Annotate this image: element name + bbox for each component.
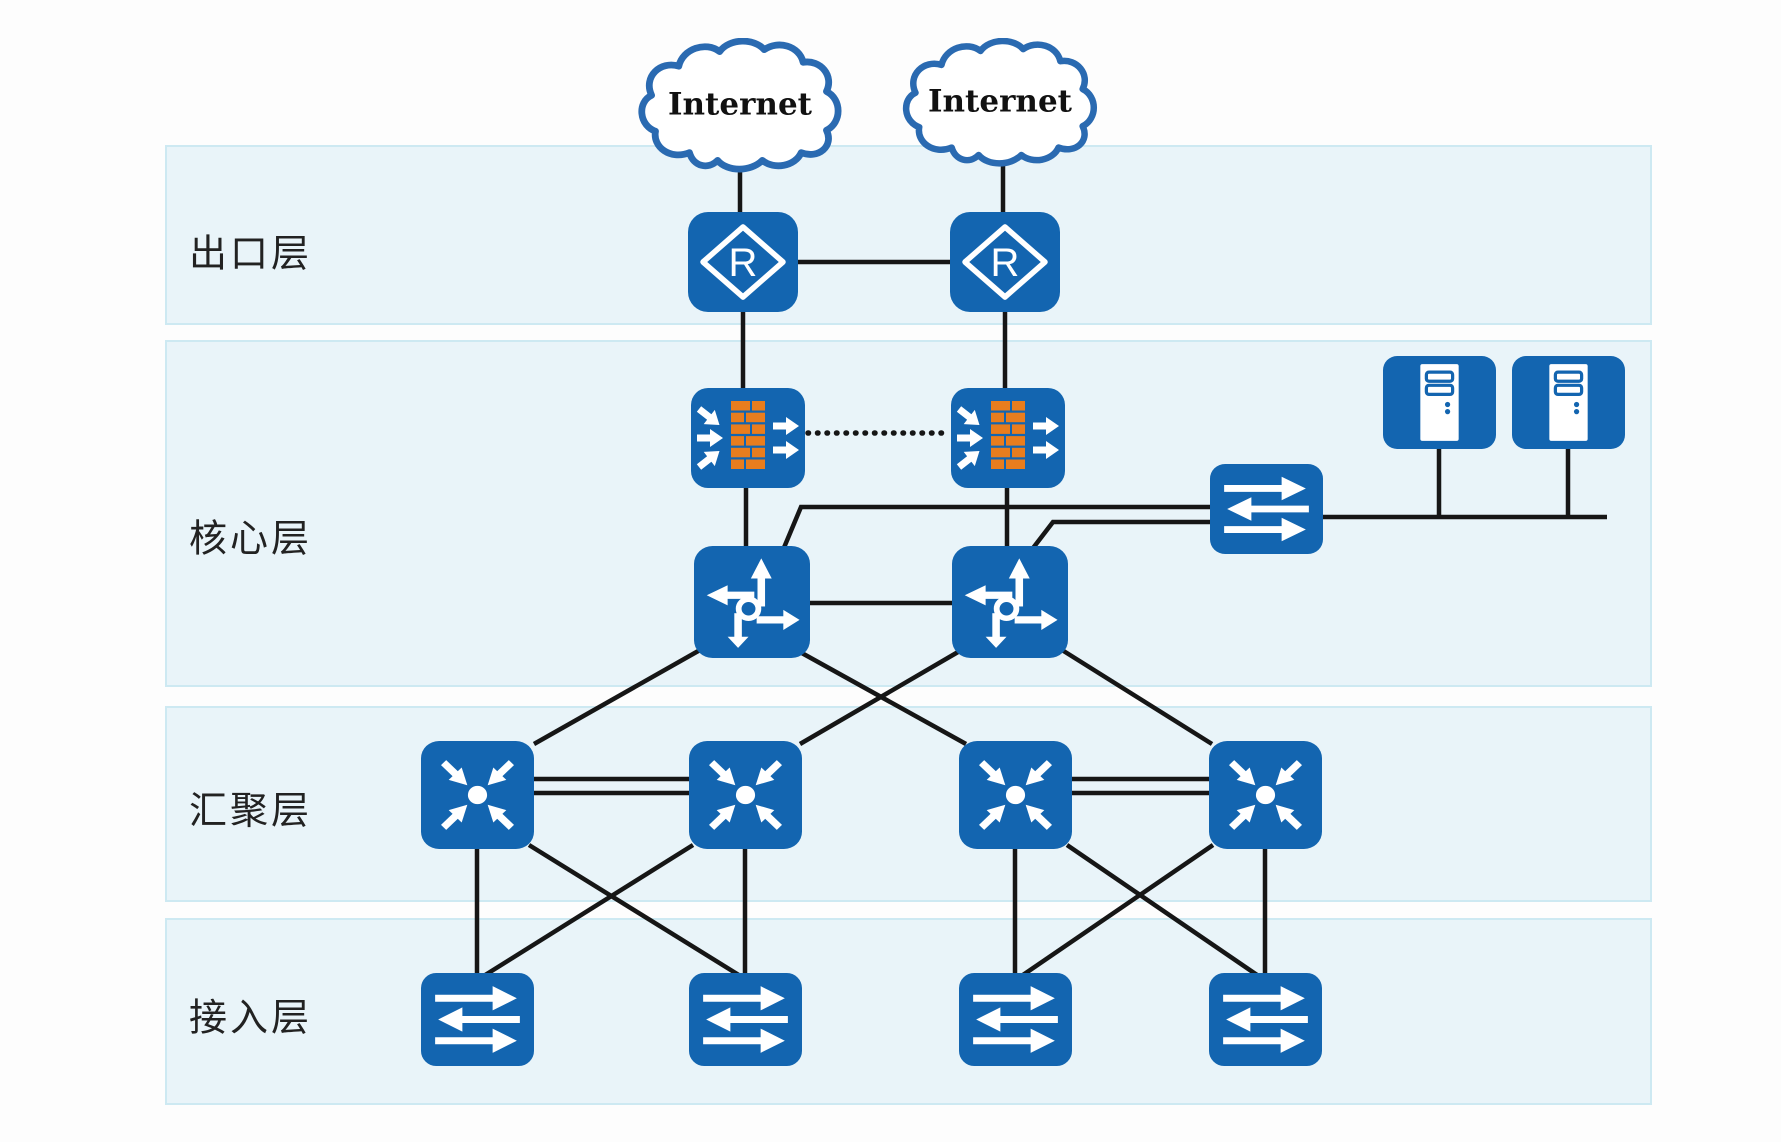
router-1: R xyxy=(688,212,798,312)
edge-agg3-access4 xyxy=(1065,843,1262,979)
l2-switch-icon xyxy=(1209,464,1323,554)
core-switch-2 xyxy=(952,546,1068,658)
l2-switch-icon xyxy=(420,972,534,1066)
router-icon: R xyxy=(688,212,798,312)
server-2 xyxy=(1511,355,1625,449)
l3-switch-icon xyxy=(952,546,1068,658)
edge-core1-server-switch xyxy=(780,504,1212,551)
firewall-1 xyxy=(691,388,805,488)
layer-label-exit: 出口层 xyxy=(189,233,313,276)
access-switch-1 xyxy=(420,972,534,1066)
l2-switch-icon xyxy=(688,972,802,1066)
access-switch-3 xyxy=(958,972,1072,1066)
edge-agg1-access2 xyxy=(527,843,744,979)
layer-label-access: 接入层 xyxy=(189,997,313,1040)
layer-band-exit: 出口层 xyxy=(165,145,1652,325)
internet-cloud-2: Internet xyxy=(896,38,1104,168)
router-2: R xyxy=(950,212,1060,312)
core-switch-1 xyxy=(694,546,810,658)
svg-text:R: R xyxy=(991,241,1020,285)
server-1 xyxy=(1382,355,1496,449)
firewall-icon xyxy=(691,388,805,488)
l2-switch-icon xyxy=(958,972,1072,1066)
agg-switch-3 xyxy=(958,741,1072,849)
server-icon xyxy=(1511,355,1625,449)
internet-label-1: Internet xyxy=(668,86,812,123)
edge-core1-agg1 xyxy=(532,648,702,746)
cloud-icon xyxy=(638,38,842,173)
layer-band-access: 接入层 xyxy=(165,918,1652,1105)
layer-label-aggregation: 汇聚层 xyxy=(189,790,313,833)
edge-agg2-access1 xyxy=(480,843,695,979)
agg-switch-icon xyxy=(420,741,534,849)
edge-core2-server-switch xyxy=(1028,519,1212,554)
internet-cloud-1: Internet xyxy=(632,38,848,174)
access-switch-4 xyxy=(1208,972,1322,1066)
agg-switch-2 xyxy=(688,741,802,849)
svg-text:R: R xyxy=(729,241,758,285)
internet-label-2: Internet xyxy=(928,83,1072,120)
firewall-2 xyxy=(951,388,1065,488)
agg-switch-4 xyxy=(1208,741,1322,849)
server-switch xyxy=(1209,464,1323,554)
l2-switch-icon xyxy=(1208,972,1322,1066)
layer-band-aggregation: 汇聚层 xyxy=(165,706,1652,902)
router-icon: R xyxy=(950,212,1060,312)
layer-label-core: 核心层 xyxy=(189,518,313,561)
agg-switch-1 xyxy=(420,741,534,849)
firewall-icon xyxy=(951,388,1065,488)
agg-switch-icon xyxy=(688,741,802,849)
agg-switch-icon xyxy=(1208,741,1322,849)
edge-agg4-access3 xyxy=(1018,843,1215,979)
agg-switch-icon xyxy=(958,741,1072,849)
access-switch-2 xyxy=(688,972,802,1066)
server-icon xyxy=(1382,355,1496,449)
l3-switch-icon xyxy=(694,546,810,658)
edge-core2-agg4 xyxy=(1060,648,1214,746)
edge-core2-agg2 xyxy=(798,650,960,746)
cloud-icon xyxy=(902,38,1098,167)
